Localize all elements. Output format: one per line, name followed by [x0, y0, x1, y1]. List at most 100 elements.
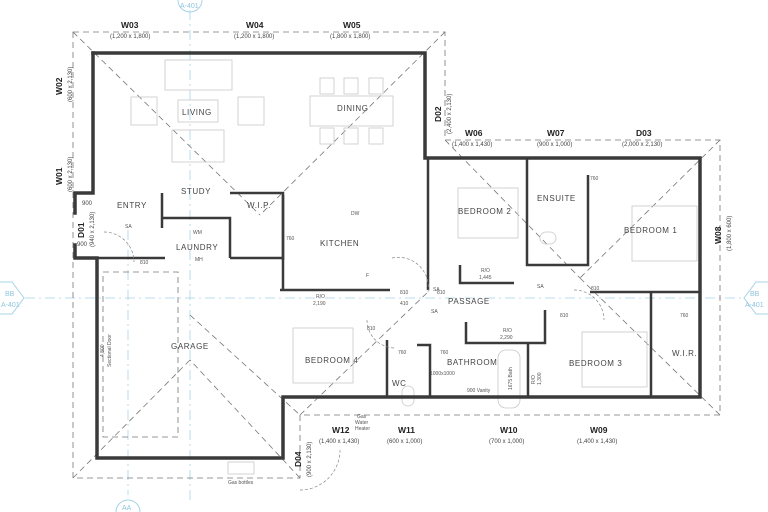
label-annotations-dim-900: 900	[77, 242, 88, 248]
room-entry: ENTRY	[117, 201, 147, 210]
annotations: 900 900 810 MH WM DW F 760 SA SA SA SA 8…	[77, 176, 689, 486]
exterior-walls	[73, 51, 702, 460]
label-w02-size: (600 x 2,130)	[68, 67, 74, 102]
label-w12-label: W12	[332, 425, 350, 435]
label-annotations-gas-bottles: Gas bottles	[228, 480, 254, 486]
door-D02: D02 (2,400 x 2,130)	[433, 94, 453, 134]
window-W03: W03 (1,200 x 1,800)	[110, 20, 150, 40]
label-annotations-ro-2190: 2,190	[313, 301, 326, 307]
label-references-left-top: BB	[5, 291, 15, 298]
room-bedroom-2: BEDROOM 2	[458, 207, 511, 216]
label-annotations-wm: WM	[193, 230, 202, 236]
label-w05-size: (1,800 x 1,800)	[330, 34, 370, 40]
label-w11-label: W11	[398, 425, 415, 435]
label-w08-size: (1,800 x 600)	[727, 216, 733, 251]
label-annotations-dim-810: 810	[560, 313, 569, 319]
label-annotations-dim-810: 810	[367, 326, 376, 332]
label-d04-label: D04	[293, 451, 303, 467]
label-w05-label: W05	[343, 20, 361, 30]
window-W10: W10 (700 x 1,000)	[489, 425, 524, 445]
label-annotations-garage-door: Sectional Door	[107, 334, 113, 367]
label-d02-label: D02	[433, 106, 443, 122]
room-living: LIVING	[182, 108, 212, 117]
window-W09: W09(1,400 x 1,430)	[577, 425, 617, 445]
door-D03: D03 (2,000 x 2,130)	[622, 128, 662, 148]
section-marker-left: BB A-401	[0, 281, 25, 315]
label-d01-label: D01	[76, 222, 86, 238]
section-marker-top: A-401	[177, 0, 203, 13]
label-w06-size: (1,400 x 1,430)	[452, 142, 492, 148]
label-w10-label: W10	[500, 425, 518, 435]
room-bedroom-1: BEDROOM 1	[624, 226, 677, 235]
label-annotations-sa: SA	[537, 284, 544, 290]
label-annotations-dim-760: 760	[440, 350, 449, 356]
window-W06: W06(1,400 x 1,430)	[452, 128, 492, 148]
furniture	[130, 59, 698, 475]
label-d01-size: (940 x 2,130)	[90, 212, 96, 247]
room-passage: PASSAGE	[448, 297, 490, 306]
window-W02: W02 (600 x 2,130)	[54, 67, 74, 102]
door-D04: D04 (900 x 2,130)	[293, 442, 313, 477]
window-W08: W08(1,800 x 600)	[713, 216, 733, 251]
label-w09-label: W09	[590, 425, 608, 435]
label-annotations-dim-760: 760	[398, 350, 407, 356]
label-references-top: A-401	[180, 3, 199, 10]
label-d04-size: (900 x 2,130)	[307, 442, 313, 477]
label-d02-size: (2,400 x 2,130)	[447, 94, 453, 134]
label-annotations-dim-760: 760	[286, 236, 295, 242]
window-W04: W04 (1,200 x 1,800)	[234, 20, 274, 40]
label-annotations-dim-900: 900	[82, 201, 93, 207]
label-annotations-ro-1445: 1,445	[479, 275, 492, 281]
label-w02-label: W02	[54, 77, 64, 95]
label-annotations-sa: SA	[433, 287, 440, 293]
label-w04-label: W04	[246, 20, 264, 30]
window-W01: W01 (600 x 2,130)	[54, 157, 74, 192]
label-w01-label: W01	[54, 167, 64, 185]
door-swings	[103, 231, 605, 491]
room-kitchen: KITCHEN	[320, 239, 359, 248]
door-D01: D01 (940 x 2,130)	[76, 212, 96, 247]
label-annotations-ro-label: R/O	[503, 328, 512, 334]
label-annotations-dim-410: 410	[400, 301, 409, 307]
label-annotations-ro-2290: 2,290	[500, 335, 513, 341]
room-wip: W.I.P.	[247, 201, 271, 210]
label-w07-size: (900 x 1,000)	[537, 142, 572, 148]
label-annotations-dim-810: 810	[437, 290, 446, 296]
label-annotations-f: F	[366, 273, 369, 279]
interior-walls	[93, 158, 700, 397]
room-study: STUDY	[181, 187, 211, 196]
label-annotations-sa: SA	[125, 224, 132, 230]
label-references-right-top: BB	[750, 291, 760, 298]
roof-outline	[72, 31, 721, 479]
label-annotations-bath: 1675 Bath	[508, 367, 514, 390]
room-garage: GARAGE	[171, 342, 209, 351]
label-w10-size: (700 x 1,000)	[489, 439, 524, 445]
label-annotations-dim-760: 760	[590, 176, 599, 182]
label-d03-size: (2,000 x 2,130)	[622, 142, 662, 148]
label-w03-size: (1,200 x 1,800)	[110, 34, 150, 40]
room-ensuite: ENSUITE	[537, 194, 576, 203]
window-W12: W12(1,400 x 1,430)	[319, 425, 359, 445]
window-W11: W11(600 x 1,000)	[387, 425, 422, 445]
label-references-bottom: AA	[122, 505, 132, 512]
label-references-right-bottom: A-401	[745, 302, 764, 309]
window-W05: W05 (1,800 x 1,800)	[330, 20, 370, 40]
label-w03-label: W03	[121, 20, 139, 30]
section-marker-bottom: AA	[115, 499, 141, 512]
label-annotations-vanity-900: 900 Vanity	[467, 388, 491, 394]
label-w04-size: (1,200 x 1,800)	[234, 34, 274, 40]
label-annotations-dim-810: 810	[140, 260, 149, 266]
room-dining: DINING	[337, 104, 369, 113]
label-references-left-bottom: A-401	[1, 302, 20, 309]
label-annotations-gas-water-heater-2: Water	[355, 420, 368, 426]
room-laundry: LAUNDRY	[176, 243, 218, 252]
label-w01-size: (600 x 2,130)	[68, 157, 74, 192]
label-w07-label: W07	[547, 128, 565, 138]
label-annotations-gas-water-heater-3: Heater	[355, 426, 370, 432]
label-d03-label: D03	[636, 128, 652, 138]
label-annotations-shower: 1000x1000	[430, 371, 455, 377]
room-bedroom-4: BEDROOM 4	[305, 356, 358, 365]
room-bathroom: BATHROOM	[447, 358, 497, 367]
label-annotations-ro-1300: 1,300	[537, 372, 543, 385]
